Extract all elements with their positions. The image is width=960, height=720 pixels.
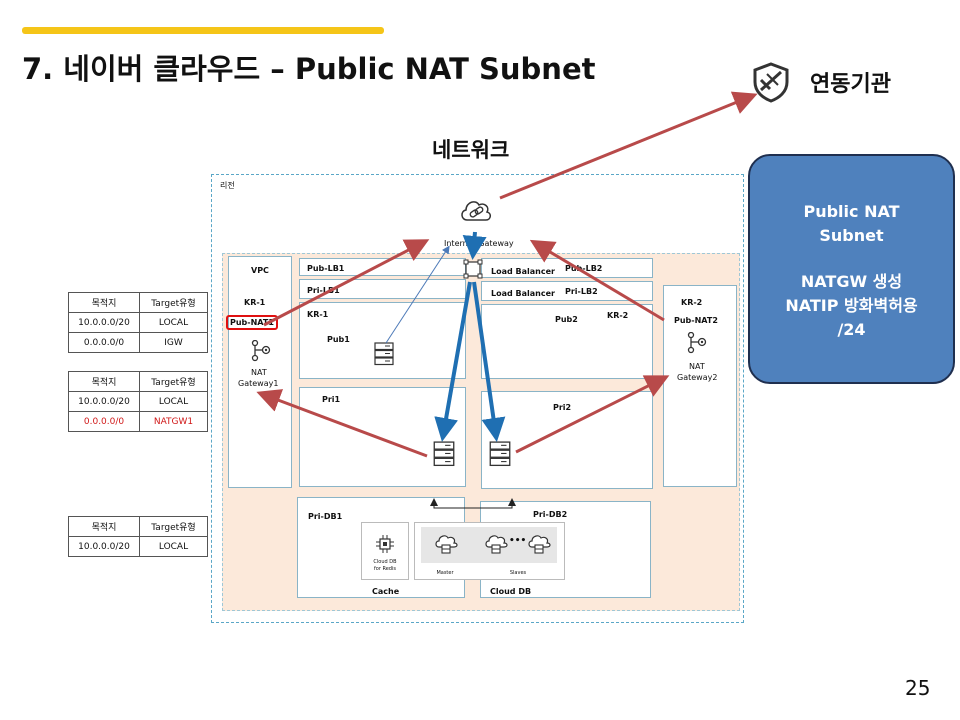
server-icon bbox=[433, 441, 455, 467]
load-balancer-1-label: Load Balancer bbox=[491, 267, 555, 276]
slaves-label: Slaves bbox=[509, 570, 527, 576]
chip-icon bbox=[376, 535, 394, 553]
table-cell: IGW bbox=[139, 332, 208, 353]
route-table-2: 목적지 Target유형 10.0.0.0/20 LOCAL 0.0.0.0/0… bbox=[68, 371, 208, 432]
cloud-db-label: Cloud DB bbox=[490, 587, 532, 596]
table-cell: NATGW1 bbox=[139, 411, 208, 432]
table-row: 10.0.0.0/20 LOCAL bbox=[68, 536, 208, 557]
load-balancer-icon bbox=[463, 259, 483, 279]
title-accent-bar bbox=[22, 27, 384, 34]
cloud-db-icon bbox=[528, 535, 551, 554]
table-header-cell: 목적지 bbox=[68, 516, 140, 537]
vpc-label: VPC bbox=[251, 266, 269, 275]
slide-title: 7. 네이버 클라우드 – Public NAT Subnet bbox=[22, 52, 596, 86]
table-cell: 0.0.0.0/0 bbox=[68, 411, 140, 432]
kr1-label: KR-1 bbox=[244, 298, 266, 307]
route-table-3: 목적지 Target유형 10.0.0.0/20 LOCAL bbox=[68, 516, 208, 557]
page-number: 25 bbox=[905, 676, 931, 700]
callout-line1: Public NAT bbox=[803, 202, 900, 221]
kr2-nat-zone bbox=[663, 285, 737, 487]
table-cell: LOCAL bbox=[139, 391, 208, 412]
pri-db1-label: Pri-DB1 bbox=[308, 512, 343, 521]
pub-lb2-label: Pub-LB2 bbox=[565, 264, 603, 273]
table-row: 목적지 Target유형 bbox=[68, 371, 208, 392]
redis-line1: Cloud DB bbox=[373, 559, 397, 565]
nat-gateway1-icon bbox=[251, 340, 271, 362]
nat-gateway2-label-bg bbox=[667, 358, 733, 386]
cloud-db-icon bbox=[435, 535, 458, 554]
nat-gateway1-line1: NAT bbox=[251, 368, 267, 377]
table-row: 목적지 Target유형 bbox=[68, 516, 208, 537]
pub-nat1-label: Pub-NAT1 bbox=[226, 315, 278, 330]
public-nat-callout: Public NAT Subnet NATGW 생성 NATIP 방화벽허용 /… bbox=[748, 154, 955, 384]
pub1-label: Pub1 bbox=[327, 335, 350, 344]
table-row: 0.0.0.0/0 IGW bbox=[68, 332, 208, 353]
partner-label: 연동기관 bbox=[810, 72, 891, 97]
cloud-link-icon bbox=[461, 201, 491, 221]
slaves-ellipsis: ••• bbox=[509, 536, 527, 546]
redis-line2: for Redis bbox=[374, 566, 396, 572]
load-balancer-2-label: Load Balancer bbox=[491, 289, 555, 298]
callout-line5: /24 bbox=[837, 320, 866, 339]
table-cell: 10.0.0.0/20 bbox=[68, 391, 140, 412]
table-cell: LOCAL bbox=[139, 536, 208, 557]
kr1-inner-label: KR-1 bbox=[307, 310, 329, 319]
internet-gateway-label: Internet Gateway bbox=[444, 239, 514, 248]
region-box bbox=[211, 174, 744, 623]
pri-db2-label: Pri-DB2 bbox=[533, 510, 568, 519]
pub-lb1-label: Pub-LB1 bbox=[307, 264, 345, 273]
callout-line3: NATGW 생성 bbox=[800, 272, 903, 291]
callout-line4: NATIP 방화벽허용 bbox=[785, 296, 918, 315]
kr2-inner-label: KR-2 bbox=[607, 311, 629, 320]
callout-line2: Subnet bbox=[819, 226, 884, 245]
pri-lb1-label: Pri-LB1 bbox=[307, 286, 340, 295]
route-table-1: 목적지 Target유형 10.0.0.0/20 LOCAL 0.0.0.0/0… bbox=[68, 292, 208, 353]
table-cell: 10.0.0.0/20 bbox=[68, 312, 140, 333]
nat-gateway2-line2: Gateway2 bbox=[677, 373, 718, 382]
pub-nat2-label: Pub-NAT2 bbox=[674, 316, 718, 325]
table-cell: 0.0.0.0/0 bbox=[68, 332, 140, 353]
table-cell: 10.0.0.0/20 bbox=[68, 536, 140, 557]
cache-label: Cache bbox=[372, 587, 400, 596]
table-header-cell: Target유형 bbox=[139, 516, 208, 537]
pri1-label: Pri1 bbox=[322, 395, 341, 404]
table-row: 10.0.0.0/20 LOCAL bbox=[68, 391, 208, 412]
nat-gateway1-line2: Gateway1 bbox=[238, 379, 279, 388]
region-label: 리전 bbox=[220, 181, 235, 190]
table-header-cell: Target유형 bbox=[139, 371, 208, 392]
table-header-cell: 목적지 bbox=[68, 292, 140, 313]
master-label: Master bbox=[436, 570, 454, 576]
shield-icon bbox=[753, 62, 789, 103]
network-title: 네트워크 bbox=[432, 138, 510, 162]
pub2-label: Pub2 bbox=[555, 315, 578, 324]
server-icon bbox=[374, 342, 394, 366]
server-icon bbox=[489, 441, 511, 467]
nat-gateway2-line1: NAT bbox=[689, 362, 705, 371]
pri-lb2-label: Pri-LB2 bbox=[565, 287, 598, 296]
table-row: 목적지 Target유형 bbox=[68, 292, 208, 313]
table-header-cell: 목적지 bbox=[68, 371, 140, 392]
table-row: 0.0.0.0/0 NATGW1 bbox=[68, 411, 208, 432]
cloud-db-icon bbox=[485, 535, 508, 554]
table-row: 10.0.0.0/20 LOCAL bbox=[68, 312, 208, 333]
table-header-cell: Target유형 bbox=[139, 292, 208, 313]
pri2-label: Pri2 bbox=[553, 403, 572, 412]
kr2-label: KR-2 bbox=[681, 298, 703, 307]
nat-gateway2-icon bbox=[687, 332, 707, 354]
table-cell: LOCAL bbox=[139, 312, 208, 333]
redis-card bbox=[361, 522, 409, 580]
